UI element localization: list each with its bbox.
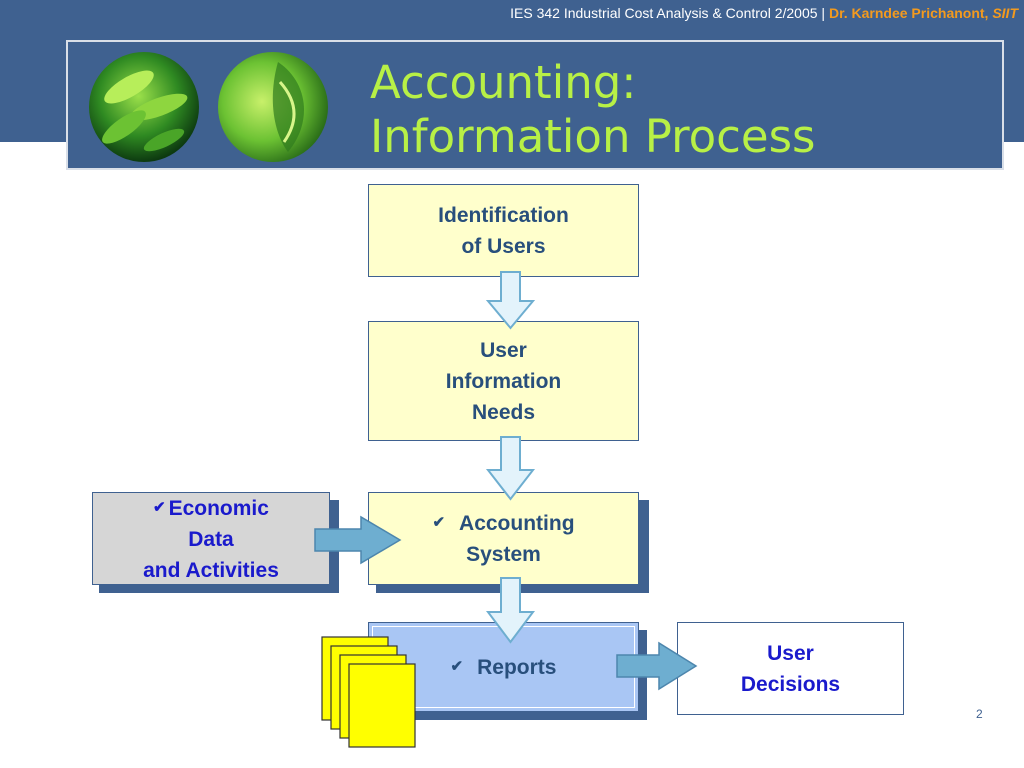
leaf-graphic-right: [218, 52, 328, 162]
author-name: Dr. Karndee Prichanont,: [828, 5, 989, 21]
identification-line-1: Identification: [438, 203, 569, 227]
needs-line-2: Information: [445, 369, 562, 393]
arrow-down-2: [485, 436, 536, 501]
identification-box: Identification of Users: [368, 184, 639, 277]
arrow-down-1: [485, 271, 536, 330]
page-number: 2: [976, 707, 983, 721]
arrow-right-1: [314, 515, 402, 565]
accounting-line-1: Accounting: [459, 512, 575, 535]
economic-box: ✔Economic Data and Activities: [92, 492, 330, 585]
accounting-box: ✔ Accounting System: [368, 492, 639, 585]
arrow-down-3: [486, 577, 535, 644]
economic-check-icon: ✔: [153, 498, 166, 516]
reports-check-icon: ✔: [450, 658, 464, 675]
leaf-graphic-left: [89, 52, 199, 162]
header-separator: |: [821, 5, 826, 21]
header-text: IES 342 Industrial Cost Analysis & Contr…: [510, 5, 1018, 21]
title-line-1: Accounting:: [370, 56, 637, 109]
economic-line-1: Economic: [168, 496, 269, 520]
needs-line-1: User: [480, 338, 527, 362]
needs-line-3: Needs: [471, 400, 536, 424]
economic-line-3: and Activities: [143, 558, 279, 582]
decisions-line-2: Decisions: [740, 672, 841, 696]
slide-title: Accounting: Information Process: [370, 56, 816, 164]
needs-box: User Information Needs: [368, 321, 639, 441]
accounting-line-2: System: [466, 543, 541, 566]
title-line-2: Information Process: [370, 110, 816, 163]
decisions-line-1: User: [767, 641, 814, 665]
accounting-check-icon: ✔: [432, 514, 446, 531]
identification-line-2: of Users: [461, 234, 546, 258]
arrow-right-2: [616, 641, 698, 691]
course-label: IES 342 Industrial Cost Analysis & Contr…: [510, 5, 818, 21]
economic-line-2: Data: [188, 527, 234, 551]
leaf-photo-right: [218, 52, 328, 162]
reports-label: Reports: [477, 656, 557, 679]
institution-name: SIIT: [992, 5, 1018, 21]
decisions-box: User Decisions: [677, 622, 904, 715]
report-doc-4: [348, 663, 416, 748]
leaf-photo-left: [89, 52, 199, 162]
